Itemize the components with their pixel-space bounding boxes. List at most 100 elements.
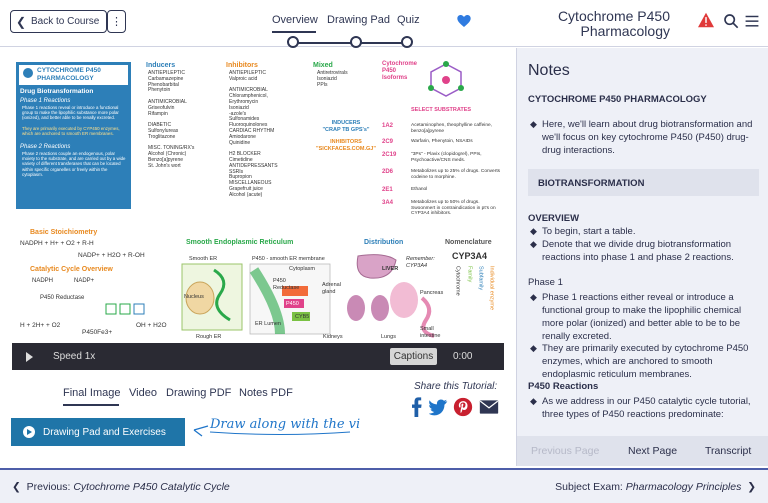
- organ-label-small-intestine: Small intestine: [420, 326, 441, 339]
- isoform-substrates: Warfarin, Phenytoin, NSAIDs: [411, 139, 473, 144]
- bullet-icon: ◆: [530, 292, 537, 302]
- heart-icon[interactable]: [456, 13, 472, 29]
- page-title-line2: Pharmacology: [580, 23, 671, 39]
- tab-quiz[interactable]: Quiz: [397, 14, 420, 26]
- tab-video[interactable]: Video: [129, 387, 157, 399]
- isoforms-heading: Cytochrome P450 Isoforms: [382, 61, 418, 81]
- prev-prefix: Previous:: [26, 481, 74, 493]
- previous-tutorial-link[interactable]: ❮ Previous: Cytochrome P450 Catalytic Cy…: [12, 481, 230, 493]
- ser-diagram: [181, 263, 331, 335]
- progress-dot-drawing-pad[interactable]: [350, 36, 362, 48]
- search-icon[interactable]: [723, 13, 739, 29]
- ser-label-smooth-er: Smooth ER: [189, 256, 218, 262]
- organ-distribution-diagram: [347, 254, 435, 338]
- isoform-substrates: "3Ps" - Plavix (clopidogrel), PPIs, Psyc…: [411, 152, 482, 163]
- ser-heading: Smooth Endoplasmic Reticulum: [186, 239, 294, 246]
- next-prefix: Subject Exam:: [555, 481, 626, 493]
- cycle-equation: H + 2H+ + O2: [20, 322, 61, 329]
- phase1-heading: Phase 1 Reactions: [20, 98, 71, 104]
- organ-label-adrenal: Adrenal gland: [322, 282, 341, 295]
- isoform-substrates: Metabolizes up to 25% of drugs. Converts…: [411, 169, 501, 180]
- isoform-substrates: Ethanol: [411, 187, 428, 192]
- inhibitors-list: ANTIEPILEPTIC Valproic acid ANTIMICROBIA…: [229, 70, 278, 198]
- progress-dot-quiz[interactable]: [401, 36, 413, 48]
- isoform-substrates: Acetaminophen, theophylline caffeine, be…: [411, 123, 492, 134]
- next-page-button[interactable]: Next Page: [628, 445, 678, 457]
- next-subject-link[interactable]: Subject Exam: Pharmacology Principles ❯: [555, 481, 756, 493]
- drawing-pad-exercises-button[interactable]: Drawing Pad and Exercises: [11, 418, 185, 446]
- nomen-label-individual: Individual enzyme: [488, 266, 495, 311]
- tab-overview[interactable]: Overview: [272, 14, 318, 26]
- progress-dot-overview[interactable]: [287, 36, 299, 48]
- speed-control[interactable]: Speed 1x: [53, 351, 96, 362]
- cycle-reductase: P450 Reductase: [40, 295, 85, 301]
- tab-notes-pdf[interactable]: Notes PDF: [239, 387, 293, 399]
- notes-main-heading: CYTOCHROME P450 PHARMACOLOGY: [528, 94, 707, 105]
- share-label: Share this Tutorial:: [414, 381, 498, 392]
- mixed-heading: Mixed: [313, 62, 333, 69]
- biotransformation-label: BIOTRANSFORMATION: [538, 178, 645, 189]
- ser-label-membrane: P450 - smooth ER membrane: [252, 256, 325, 262]
- transcript-button[interactable]: Transcript: [705, 445, 752, 457]
- inhibitors-heading: Inhibitors: [226, 62, 258, 69]
- organ-label-liver: LIVER: [382, 266, 399, 272]
- draw-along-annotation: Draw along with the video: [193, 417, 360, 437]
- stoichiometry-heading: Basic Stoichiometry: [30, 229, 98, 236]
- tutorial-final-image: CYTOCHROME P450 PHARMACOLOGY Drug Biotra…: [16, 60, 504, 342]
- phase1-text2: They are primarily executed by CYP450 en…: [22, 126, 120, 137]
- isoform-code: 2C9: [382, 139, 394, 145]
- arrow-left-icon: [193, 425, 209, 437]
- draw-along-text: Draw along with the video: [209, 417, 360, 432]
- phase1-point-1: Phase 1 reactions either reveal or intro…: [542, 292, 742, 342]
- warning-icon[interactable]: [697, 12, 715, 28]
- nomenclature-heading: Nomenclature: [445, 239, 492, 246]
- cycle-nadph: NADPH: [32, 278, 54, 284]
- active-tab-underline: [272, 31, 316, 33]
- overview-point-1: To begin, start a table.: [542, 226, 636, 237]
- menu-icon[interactable]: [745, 14, 759, 28]
- box-title-line2: PHARMACOLOGY: [37, 75, 94, 82]
- main-content: CYTOCHROME P450 PHARMACOLOGY Drug Biotra…: [0, 48, 515, 468]
- page-title-line1: Cytochrome P450: [557, 8, 670, 24]
- media-tab-underline: [63, 404, 119, 406]
- ser-label-rough-er: Rough ER: [196, 334, 222, 340]
- tab-drawing-pdf[interactable]: Drawing PDF: [166, 387, 232, 399]
- p450-reactions-heading: P450 Reactions: [528, 381, 599, 392]
- nomenclature-code: CYP3A4: [452, 251, 488, 261]
- facebook-icon[interactable]: [407, 397, 427, 417]
- stoich-equation-left: NADPH + H+ + O2 + R-H: [20, 240, 94, 247]
- nomen-label-family: Family: [466, 266, 473, 283]
- heme-structure-icon: [428, 61, 464, 97]
- phase1-point-2: They are primarily executed by cytochrom…: [542, 343, 749, 380]
- phase1-text: Phase 1 reactions reveal or introduce a …: [22, 105, 119, 121]
- inducers-heading: Inducers: [146, 62, 176, 69]
- isoform-code: 1A2: [382, 123, 394, 129]
- previous-page-button[interactable]: Previous Page: [531, 445, 600, 457]
- next-title: Pharmacology Principles: [625, 481, 742, 493]
- ser-label-p450: P450: [286, 301, 299, 307]
- tab-drawing-pad[interactable]: Drawing Pad: [327, 14, 390, 26]
- mixed-list: Antiretrovirals Isoniazid PPIs: [317, 70, 348, 88]
- notes-intro: Here, we'll learn about drug biotransfor…: [542, 119, 753, 156]
- organ-label-pancreas: Pancreas: [420, 290, 444, 296]
- phase2-heading: Phase 2 Reactions: [20, 144, 71, 150]
- email-icon[interactable]: [479, 397, 499, 417]
- captions-button[interactable]: Captions: [390, 348, 437, 365]
- twitter-icon[interactable]: [429, 397, 449, 417]
- video-controls: Speed 1x Captions 0:00: [12, 343, 504, 370]
- video-time: 0:00: [453, 351, 473, 362]
- ser-label-reductase: P450 Reductase: [273, 278, 300, 291]
- inducers-list: ANTIEPILEPTIC Carbamazepine Phenobarbita…: [148, 70, 195, 169]
- drug-bio-heading: Drug Biotransformation: [20, 88, 94, 95]
- box-title-line1: CYTOCHROME P450: [37, 67, 101, 74]
- back-to-course-button[interactable]: ❮ Back to Course: [10, 10, 108, 33]
- ser-label-cyb5: CYB5: [295, 314, 310, 320]
- pinterest-icon[interactable]: [453, 397, 473, 417]
- more-options-button[interactable]: ⋮: [107, 10, 126, 33]
- isoform-code: 3A4: [382, 200, 394, 206]
- inducers-mnemonic: INDUCERS "CRAP TB GPS's": [322, 120, 370, 133]
- drug-biotransformation-box: CYTOCHROME P450 PHARMACOLOGY Drug Biotra…: [16, 62, 131, 209]
- header-bar: ❮ Back to Course ⋮ Overview Drawing Pad …: [0, 0, 768, 48]
- play-icon[interactable]: [26, 352, 33, 362]
- tab-final-image[interactable]: Final Image: [63, 387, 121, 399]
